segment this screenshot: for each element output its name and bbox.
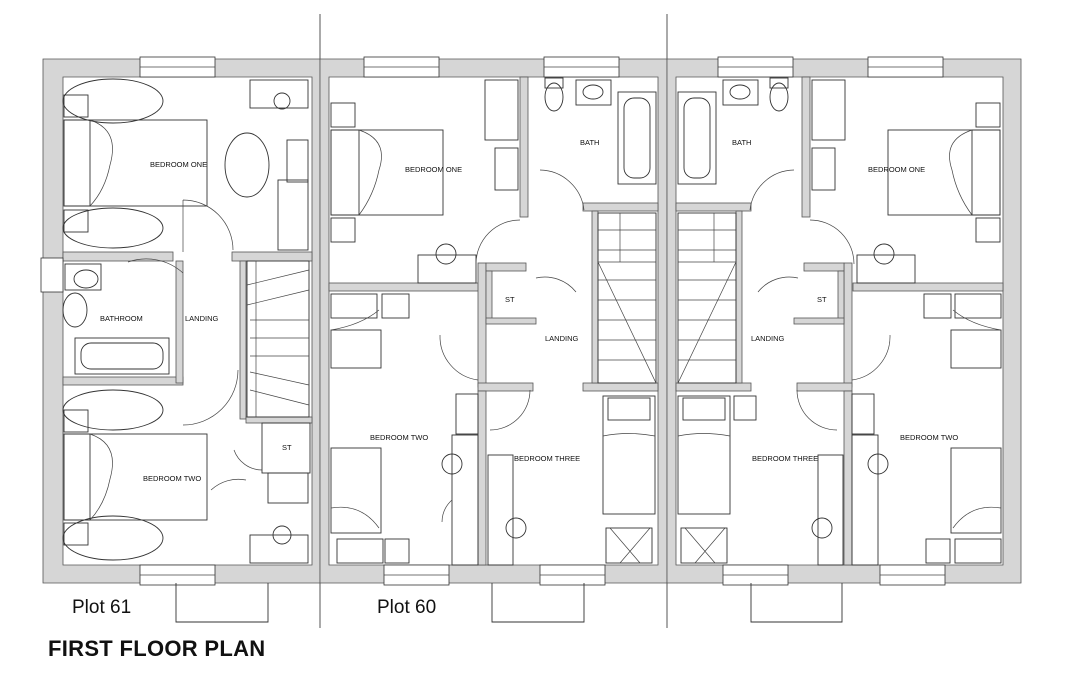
room-label-p59-bath: BATH xyxy=(732,138,751,147)
room-label-p59-bedroom-one: BEDROOM ONE xyxy=(868,165,925,174)
plot-61 xyxy=(40,56,321,623)
plot-label-60: Plot 60 xyxy=(377,597,436,618)
room-label-p59-bedroom-two: BEDROOM TWO xyxy=(900,433,958,442)
plot-label-61: Plot 61 xyxy=(72,597,131,618)
room-label-p60-landing: LANDING xyxy=(545,334,579,343)
room-label-p60-bedroom-three: BEDROOM THREE xyxy=(514,454,580,463)
room-label-p61-bedroom-two: BEDROOM TWO xyxy=(143,474,201,483)
page-title: FIRST FLOOR PLAN xyxy=(48,636,266,661)
room-label-p61-bedroom-one: BEDROOM ONE xyxy=(150,160,207,169)
plot-60 xyxy=(319,56,668,623)
room-label-p60-bedroom-two: BEDROOM TWO xyxy=(370,433,428,442)
room-label-p60-store: ST xyxy=(505,295,515,304)
room-label-p59-store: ST xyxy=(817,295,827,304)
plot-mirror xyxy=(666,56,1022,623)
room-label-p59-landing: LANDING xyxy=(751,334,785,343)
room-label-p61-landing: LANDING xyxy=(185,314,219,323)
room-label-p60-bath: BATH xyxy=(580,138,599,147)
room-label-p60-bedroom-one: BEDROOM ONE xyxy=(405,165,462,174)
room-label-p61-bathroom: BATHROOM xyxy=(100,314,143,323)
room-label-p61-store: ST xyxy=(282,443,292,452)
room-label-p59-bedroom-three: BEDROOM THREE xyxy=(752,454,818,463)
